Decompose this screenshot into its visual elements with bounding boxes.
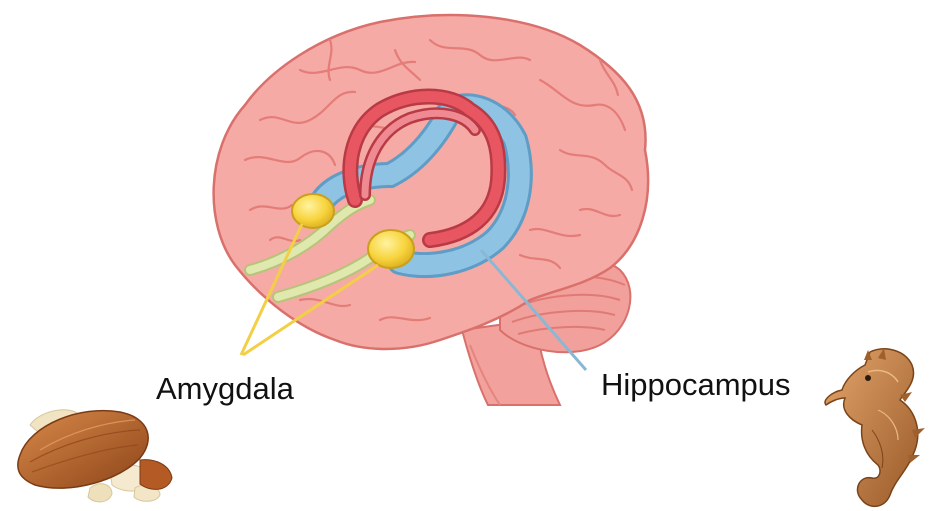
hippocampus-label: Hippocampus <box>601 369 791 400</box>
amygdala-right <box>368 230 414 268</box>
amygdala-label: Amygdala <box>156 373 294 404</box>
seahorse-icon <box>825 348 925 506</box>
amygdala-left <box>292 194 334 228</box>
almond-icon <box>18 410 172 502</box>
